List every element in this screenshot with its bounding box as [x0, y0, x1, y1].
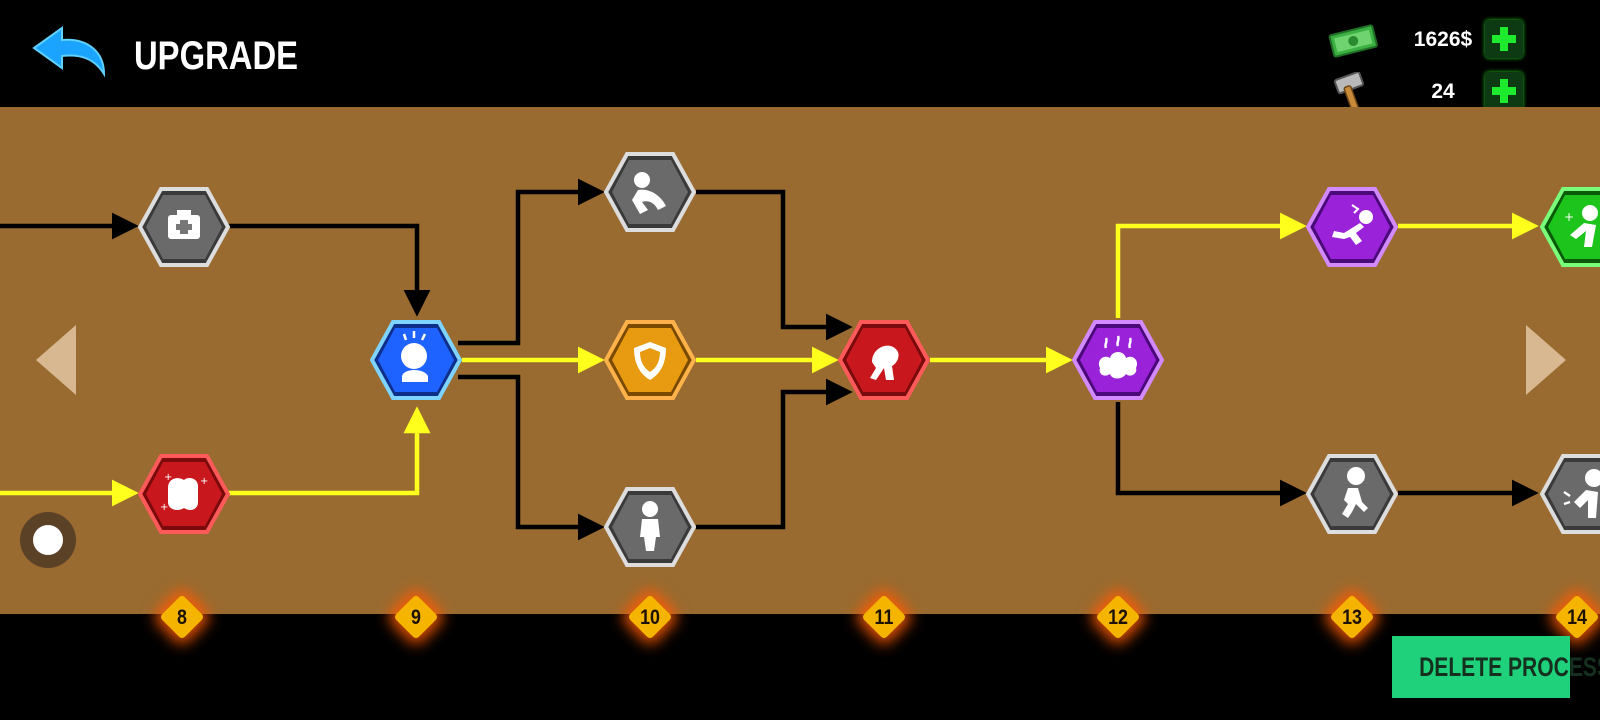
hammer-counter: 24: [1328, 72, 1528, 112]
money-counter: 1626$: [1328, 20, 1528, 58]
add-hammer-button[interactable]: [1485, 72, 1523, 110]
skill-node-hurt[interactable]: [1540, 452, 1600, 536]
skill-node-crouch[interactable]: [838, 318, 930, 402]
plus-icon: [1492, 27, 1516, 51]
skill-node-fall[interactable]: [1306, 185, 1398, 269]
crouch-icon: [838, 320, 930, 400]
delete-process-button[interactable]: DELETE PROCESS: [1392, 636, 1600, 698]
skill-tree-board: + + +: [0, 107, 1600, 614]
shield-icon: [604, 320, 696, 400]
back-button[interactable]: [30, 26, 110, 80]
page-title: UPGRADE: [134, 34, 299, 78]
svg-text:+: +: [1564, 210, 1574, 224]
tumble-icon: [604, 152, 696, 232]
delete-process-label: DELETE PROCESS: [1419, 652, 1600, 682]
head-hit-icon: [370, 320, 462, 400]
level-marker: 12: [1095, 594, 1141, 640]
scroll-right-arrow-icon[interactable]: [1522, 325, 1568, 395]
hurt-figure-icon: [1540, 454, 1600, 534]
fist-icon: + + +: [138, 454, 230, 534]
skill-node-tumble[interactable]: [604, 150, 696, 234]
level-marker: 9: [393, 594, 439, 640]
plus-icon: [1492, 79, 1516, 103]
skill-node-fist-power[interactable]: + + +: [138, 452, 230, 536]
hammer-icon: [1333, 72, 1364, 112]
falling-figure-icon: [1306, 187, 1398, 267]
skill-node-medkit[interactable]: [138, 185, 230, 269]
skill-node-heal-burst[interactable]: +: [1540, 185, 1600, 269]
skill-node-head-hit[interactable]: [370, 318, 462, 402]
money-value: 1626$: [1413, 28, 1473, 51]
level-marker: 10: [627, 594, 673, 640]
scroll-left-arrow-icon[interactable]: [34, 325, 80, 395]
skill-node-shield[interactable]: [604, 318, 696, 402]
level-marker: 14: [1554, 594, 1600, 640]
skill-tree-links: [0, 178, 1539, 541]
add-money-button[interactable]: [1485, 20, 1523, 58]
level-marker: 13: [1329, 594, 1375, 640]
medkit-icon: [138, 187, 230, 267]
skill-node-poison-cloud[interactable]: [1072, 318, 1164, 402]
top-bar: UPGRADE 1626$ 24: [0, 0, 1600, 112]
heal-figure-icon: +: [1540, 187, 1600, 267]
walking-figure-icon: [1306, 454, 1398, 534]
cash-icon: [1328, 24, 1378, 58]
hammer-value: 24: [1431, 80, 1455, 103]
svg-text:+: +: [160, 502, 168, 513]
svg-text:+: +: [164, 472, 172, 483]
back-arrow-icon: [32, 26, 106, 78]
standing-figure-icon: [604, 487, 696, 567]
skill-node-stand[interactable]: [604, 485, 696, 569]
svg-text:+: +: [200, 476, 208, 487]
level-marker: 8: [159, 594, 205, 640]
skill-node-walk[interactable]: [1306, 452, 1398, 536]
level-marker: 11: [861, 594, 907, 640]
toxic-cloud-icon: [1072, 320, 1164, 400]
joystick-dot-button[interactable]: [20, 512, 76, 568]
